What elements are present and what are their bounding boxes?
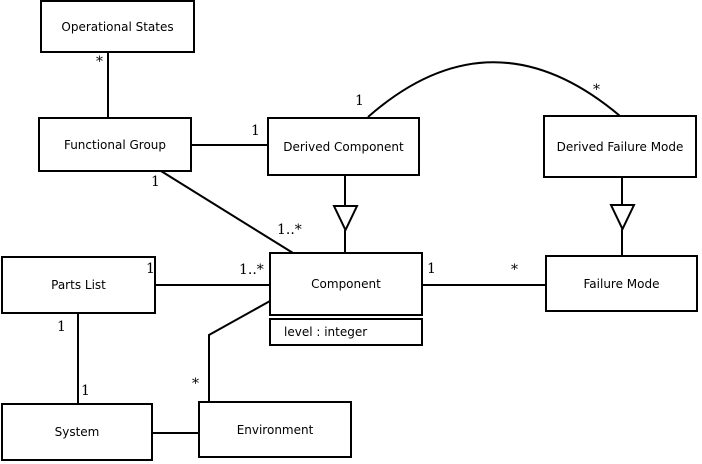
class-box-functional-group[interactable]: Functional Group bbox=[38, 117, 192, 172]
multiplicity-label: 1 bbox=[151, 174, 160, 190]
class-label-derived-failure-mode: Derived Failure Mode bbox=[556, 139, 684, 154]
multiplicity-label: 1 bbox=[355, 93, 364, 109]
multiplicity-label: * bbox=[192, 376, 199, 392]
class-label-functional-group: Functional Group bbox=[63, 137, 167, 152]
attribute-label-level: level : integer bbox=[284, 325, 368, 339]
class-box-parts-list[interactable]: Parts List bbox=[1, 256, 156, 314]
class-box-component[interactable]: Component bbox=[269, 252, 423, 316]
class-box-operational-states[interactable]: Operational States bbox=[40, 0, 195, 53]
generalization-arrowhead-icon bbox=[332, 205, 359, 233]
multiplicity-label: * bbox=[96, 54, 103, 70]
class-box-failure-mode[interactable]: Failure Mode bbox=[545, 255, 698, 312]
multiplicity-label: 1 bbox=[427, 261, 436, 277]
multiplicity-label: 1 bbox=[146, 261, 155, 277]
multiplicity-label: 1..* bbox=[239, 262, 264, 278]
multiplicity-label: 1..* bbox=[277, 222, 302, 238]
class-attributes-component[interactable]: level : integer bbox=[269, 318, 423, 346]
class-box-derived-component[interactable]: Derived Component bbox=[267, 117, 420, 176]
multiplicity-label: * bbox=[511, 262, 518, 278]
class-label-operational-states: Operational States bbox=[61, 19, 174, 34]
class-box-derived-failure-mode[interactable]: Derived Failure Mode bbox=[543, 115, 697, 178]
class-label-parts-list: Parts List bbox=[51, 278, 106, 292]
class-label-failure-mode: Failure Mode bbox=[583, 276, 660, 291]
multiplicity-label: 1 bbox=[81, 383, 90, 399]
edge-functionalgroup-component bbox=[160, 170, 294, 254]
class-box-environment[interactable]: Environment bbox=[198, 401, 352, 458]
class-label-environment: Environment bbox=[236, 422, 314, 437]
generalization-arrowhead-icon bbox=[609, 204, 636, 232]
edge-derivedcomponent-derivedfailuremode-arc bbox=[367, 61, 621, 118]
edge-component-environment bbox=[208, 300, 271, 402]
multiplicity-label: * bbox=[593, 82, 600, 98]
class-label-system: System bbox=[54, 425, 100, 439]
class-box-system[interactable]: System bbox=[1, 403, 153, 461]
class-label-derived-component: Derived Component bbox=[283, 139, 404, 154]
multiplicity-label: 1 bbox=[57, 319, 66, 335]
class-label-component: Component bbox=[311, 277, 381, 291]
multiplicity-label: 1 bbox=[251, 123, 260, 139]
